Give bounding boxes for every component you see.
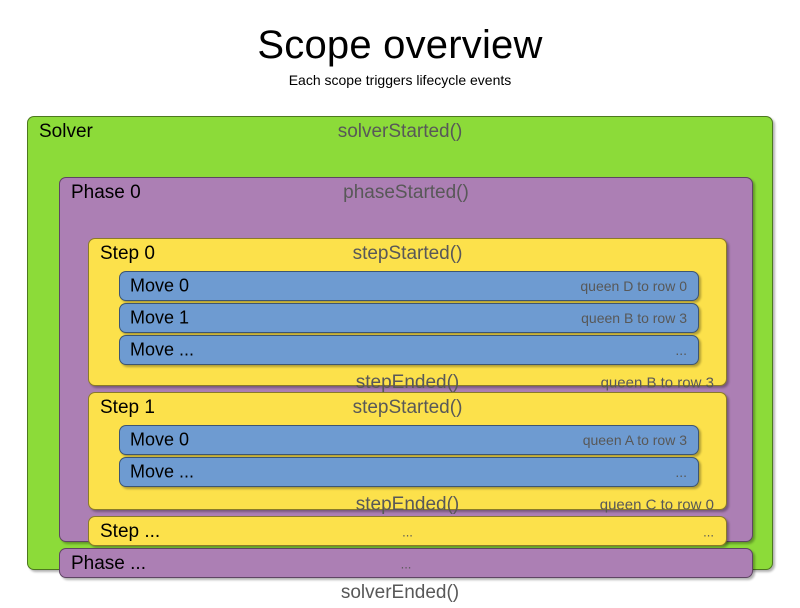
page-title: Scope overview [257, 23, 543, 67]
step-0-started-event: stepStarted() [352, 243, 463, 264]
solver-scope[interactable]: Solver solverStarted() Phase 0 phaseStar… [27, 116, 773, 603]
move-detail: ... [675, 342, 687, 358]
step-ellipsis-row: Step ... ... ... [89, 517, 726, 547]
move-row: Move ... ... [120, 336, 698, 364]
solver-ended-event: solverEnded() [340, 582, 460, 603]
move-item[interactable]: Move 0 queen D to row 0 [119, 271, 699, 301]
move-item[interactable]: Move ... ... [119, 457, 699, 487]
step-1-label: Step 1 [100, 397, 155, 418]
step-ellipsis-detail: ... [703, 524, 714, 540]
solver-started-event: solverStarted() [337, 121, 463, 142]
phase-0-label: Phase 0 [71, 182, 141, 203]
phase-0-scope[interactable]: Phase 0 phaseStarted() Step 0 stepStarte… [59, 177, 753, 571]
phase-ellipsis-label: Phase ... [71, 553, 146, 574]
move-item[interactable]: Move ... ... [119, 335, 699, 365]
step-ellipsis-event: ... [402, 524, 413, 540]
move-row: Move 0 queen A to row 3 [120, 426, 698, 454]
step-0-label: Step 0 [100, 243, 155, 264]
step-ellipsis-scope[interactable]: Step ... ... ... [88, 516, 727, 546]
move-row: Move ... ... [120, 458, 698, 486]
heading-block: Scope overview Each scope triggers lifec… [0, 0, 800, 89]
phase-ellipsis-scope[interactable]: Phase ... ... [59, 548, 753, 578]
move-detail: queen B to row 3 [581, 310, 687, 326]
phase-ellipsis-row: Phase ... ... [60, 549, 752, 579]
move-row: Move 1 queen B to row 3 [120, 304, 698, 332]
move-item[interactable]: Move 1 queen B to row 3 [119, 303, 699, 333]
move-label: Move 1 [130, 307, 190, 328]
step-0-scope[interactable]: Step 0 stepStarted() Move 0 queen D to r… [88, 238, 727, 393]
phase-ellipsis-event: ... [400, 556, 412, 572]
move-label: Move ... [130, 461, 195, 482]
step-1-header-row: Step 1 stepStarted() [89, 393, 726, 423]
phase-0-header-row: Phase 0 phaseStarted() [60, 178, 752, 208]
move-detail: queen D to row 0 [580, 278, 687, 294]
step-1-scope[interactable]: Step 1 stepStarted() Move 0 queen A to r… [88, 392, 727, 515]
step-ellipsis-label: Step ... [100, 521, 161, 542]
solver-footer-row: solverEnded() [28, 578, 772, 608]
page-subtitle: Each scope triggers lifecycle events [288, 72, 512, 88]
move-item[interactable]: Move 0 queen A to row 3 [119, 425, 699, 455]
move-label: Move ... [130, 339, 195, 360]
step-1-ended-detail: queen C to row 0 [599, 496, 714, 514]
move-label: Move 0 [130, 429, 190, 450]
move-detail: queen A to row 3 [582, 432, 687, 448]
move-row: Move 0 queen D to row 0 [120, 272, 698, 300]
move-detail: ... [675, 464, 687, 480]
move-label: Move 0 [130, 275, 190, 296]
scope-diagram: Solver solverStarted() Phase 0 phaseStar… [27, 116, 773, 603]
step-0-ended-detail: queen B to row 3 [600, 374, 714, 392]
step-0-header-row: Step 0 stepStarted() [89, 239, 726, 269]
solver-label: Solver [39, 121, 93, 142]
solver-header-row: Solver solverStarted() [28, 117, 772, 147]
step-1-started-event: stepStarted() [352, 397, 463, 418]
phase-0-started-event: phaseStarted() [343, 182, 469, 203]
